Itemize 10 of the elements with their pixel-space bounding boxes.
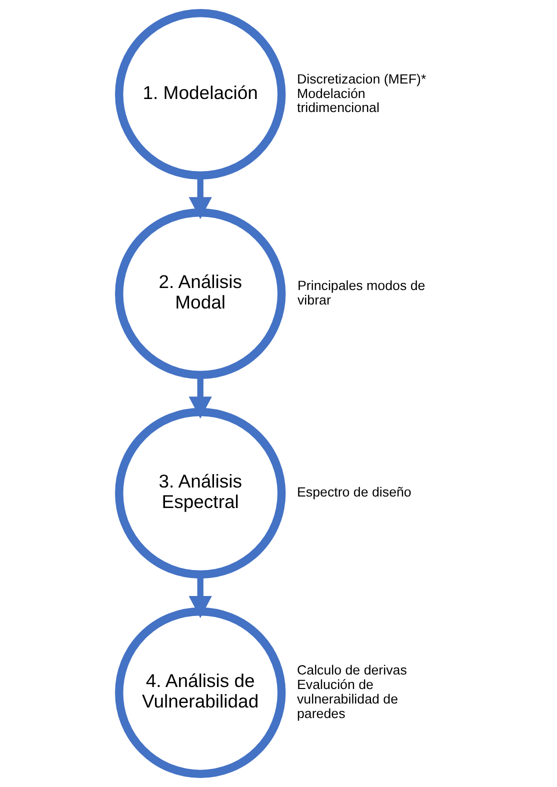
- node-circle: 1. Modelación: [114, 8, 286, 180]
- node-label: Discretizacion (MEF)*: [296, 71, 426, 86]
- node-label: Evalución de vulnerabilidad de paredes: [296, 677, 398, 721]
- node-label: Modelación tridimencional: [296, 86, 379, 116]
- node-label: Calculo de derivas: [296, 662, 406, 678]
- node-label: Principales modos de vibrar: [297, 278, 425, 308]
- node-circle: 4. Análisis de Vulnerabilidad: [114, 607, 286, 778]
- node-label: Espectro de diseño: [296, 484, 411, 500]
- node-circle: 2. Análisis Modal: [114, 208, 286, 380]
- node-circle: 3. Análisis Espectral: [114, 408, 286, 579]
